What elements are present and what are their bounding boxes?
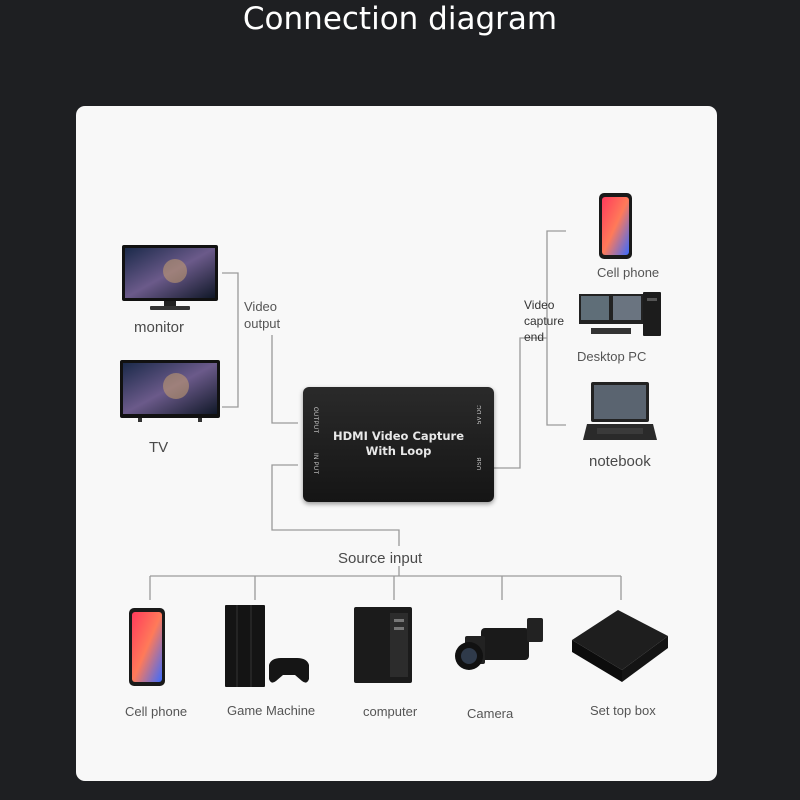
video-capture-end-label: Video capture end [524, 298, 565, 344]
notebook-icon [583, 382, 657, 440]
page-title: Connection diagram [242, 1, 558, 37]
output-port-label: OUTPUT [312, 407, 318, 434]
notebook-label: notebook [589, 453, 651, 470]
dc-port-label: 5V DC [477, 405, 483, 425]
computer-icon [354, 607, 412, 683]
desktop-pc-icon [579, 292, 661, 336]
tv-label: TV [149, 439, 169, 456]
game-machine-icon [225, 605, 309, 687]
source-cell-phone-icon [129, 608, 165, 686]
camera-label: Camera [467, 706, 514, 721]
hdmi-capture-box: OUTPUT IN PUT 5V DC USB HDMI Video Captu… [303, 387, 494, 502]
input-port-label: IN PUT [312, 453, 318, 475]
capture-cell-phone-label: Cell phone [597, 265, 660, 280]
set-top-box-label: Set top box [590, 703, 656, 718]
tv-icon [120, 360, 220, 422]
source-input-label: Source input [338, 550, 423, 567]
camera-icon [455, 618, 543, 670]
monitor-label: monitor [134, 319, 185, 336]
computer-label: computer [363, 704, 418, 719]
set-top-box-icon [572, 610, 668, 682]
game-machine-label: Game Machine [227, 703, 316, 718]
monitor-icon [122, 245, 218, 310]
cell-phone-icon [599, 193, 632, 259]
desktop-pc-label: Desktop PC [577, 349, 647, 364]
capture-box-title: HDMI Video Capture With Loop [332, 429, 465, 458]
source-cell-phone-label: Cell phone [125, 704, 188, 719]
